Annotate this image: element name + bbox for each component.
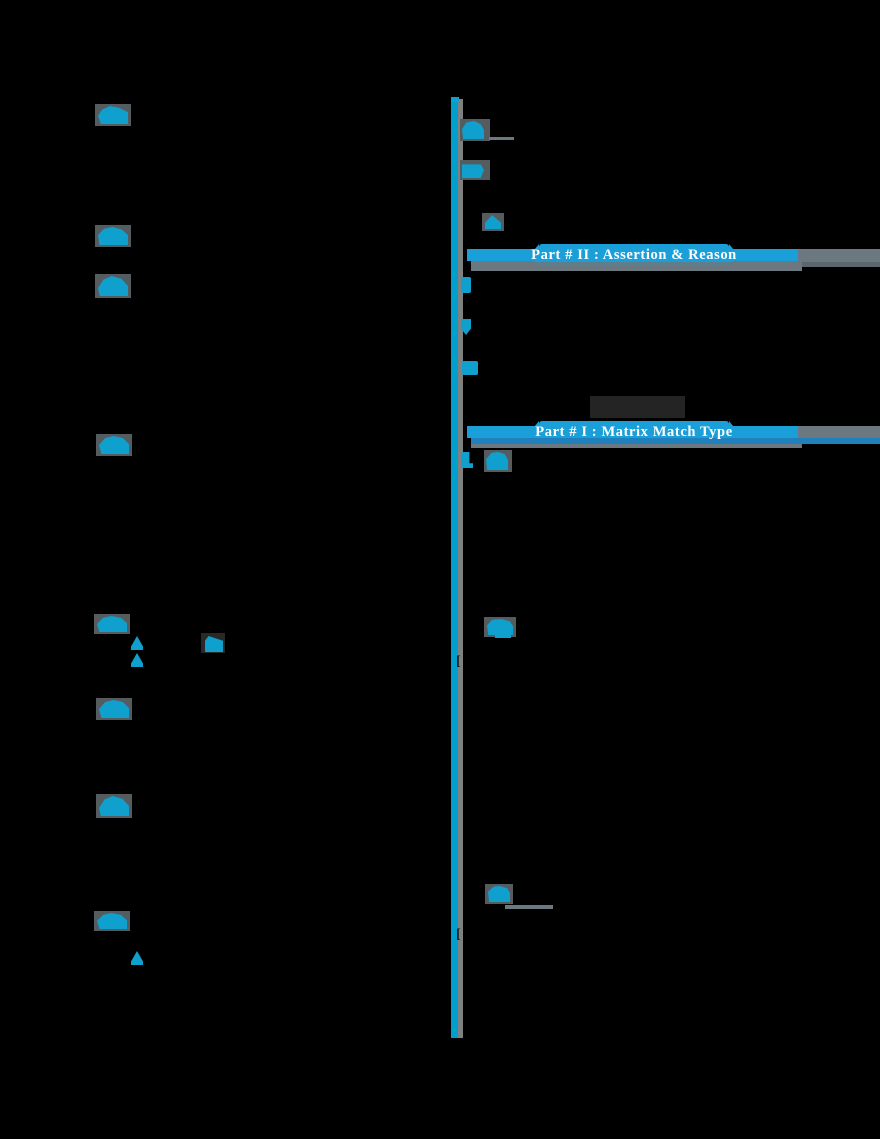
banner-i-underline-bar <box>471 438 880 444</box>
right-rule-2 <box>505 905 553 909</box>
left-marker-7 <box>99 796 129 816</box>
right-marker-2 <box>462 164 484 178</box>
right-marker-9-tail <box>495 632 511 638</box>
banner-ii-shadow-underline <box>471 262 880 267</box>
bracket-glyph-1: [ <box>456 654 461 669</box>
right-marker-8 <box>486 452 508 470</box>
banner-ii-shadow-extension <box>798 249 880 262</box>
left-inline-marker <box>205 636 223 652</box>
column-divider-shadow <box>457 99 463 1038</box>
banner-part-i-label: Part # I : Matrix Match Type <box>535 423 733 440</box>
left-marker-1-text <box>120 110 123 120</box>
left-marker-8 <box>97 913 127 929</box>
left-marker-3 <box>98 276 128 296</box>
right-marker-10 <box>488 886 510 902</box>
bracket-glyph-2: [ <box>456 927 461 942</box>
right-marker-6 <box>462 361 478 375</box>
left-marker-1 <box>98 106 128 124</box>
left-submarker-a <box>131 636 143 650</box>
banner-body: Part # II : Assertion & Reason <box>530 244 738 266</box>
banner-body: Part # I : Matrix Match Type <box>530 421 738 443</box>
right-marker-7 <box>461 452 473 468</box>
left-submarker-b <box>131 653 143 667</box>
right-marker-9 <box>487 619 513 635</box>
right-marker-1 <box>462 121 484 139</box>
left-submarker-c <box>131 951 143 965</box>
left-marker-4 <box>99 436 129 454</box>
left-marker-2 <box>98 227 128 245</box>
right-rule-1 <box>489 137 514 140</box>
left-marker-6 <box>99 700 129 718</box>
banner-i-shadow-extension <box>798 426 880 439</box>
left-marker-5 <box>97 616 127 632</box>
divider-cap-top <box>451 97 459 102</box>
column-divider-bar <box>451 97 458 1038</box>
right-marker-5 <box>461 319 471 335</box>
banner-part-ii-label: Part # II : Assertion & Reason <box>531 246 737 263</box>
right-marker-4 <box>461 277 471 293</box>
obscured-heading-box <box>590 396 685 418</box>
